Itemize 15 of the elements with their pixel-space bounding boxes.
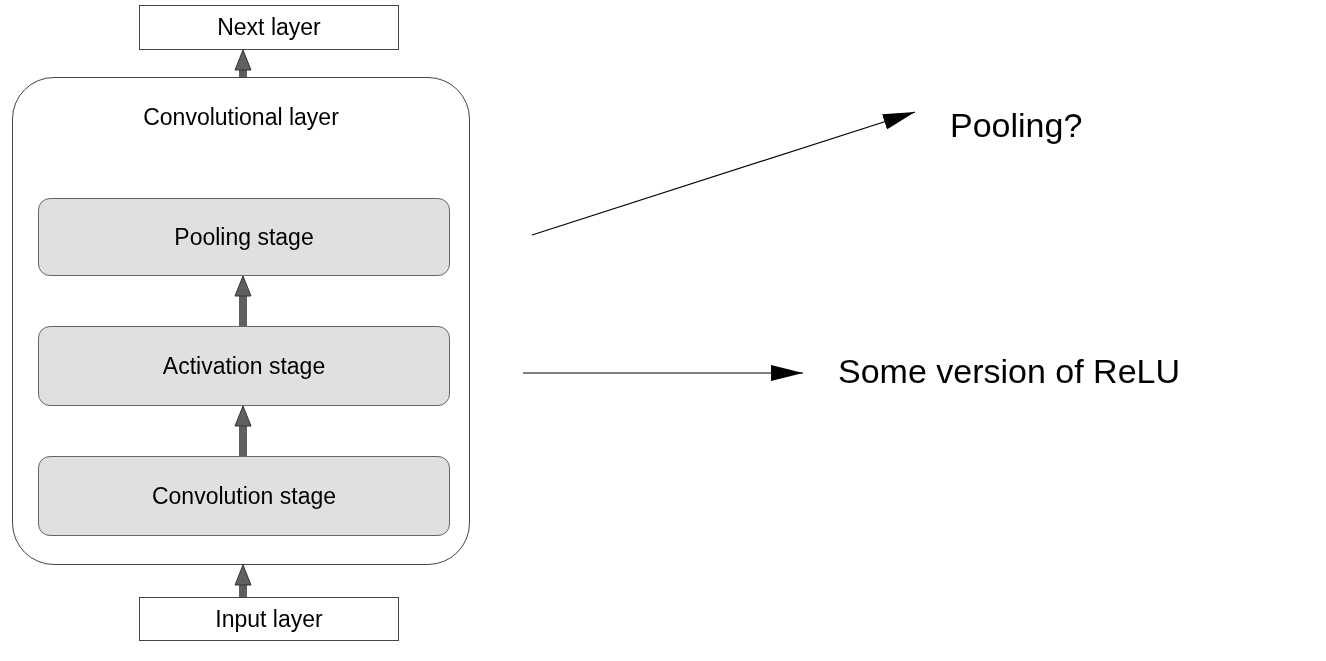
layer-container xyxy=(12,77,470,565)
layer-box: Next layer xyxy=(139,5,399,50)
block-arrow xyxy=(234,405,252,456)
stage-box: Convolution stage xyxy=(38,456,450,536)
block-arrow xyxy=(234,49,252,77)
stage-box: Activation stage xyxy=(38,326,450,406)
stage-box: Pooling stage xyxy=(38,198,450,276)
arrow xyxy=(531,111,916,236)
arrow xyxy=(522,365,804,381)
container-heading: Convolutional layer xyxy=(142,104,340,131)
block-arrow xyxy=(234,275,252,326)
block-arrow xyxy=(234,564,252,597)
annotation-text: Some version of ReLU xyxy=(838,352,1181,391)
layer-box: Input layer xyxy=(139,597,399,641)
annotation-text: Pooling? xyxy=(950,106,1083,145)
